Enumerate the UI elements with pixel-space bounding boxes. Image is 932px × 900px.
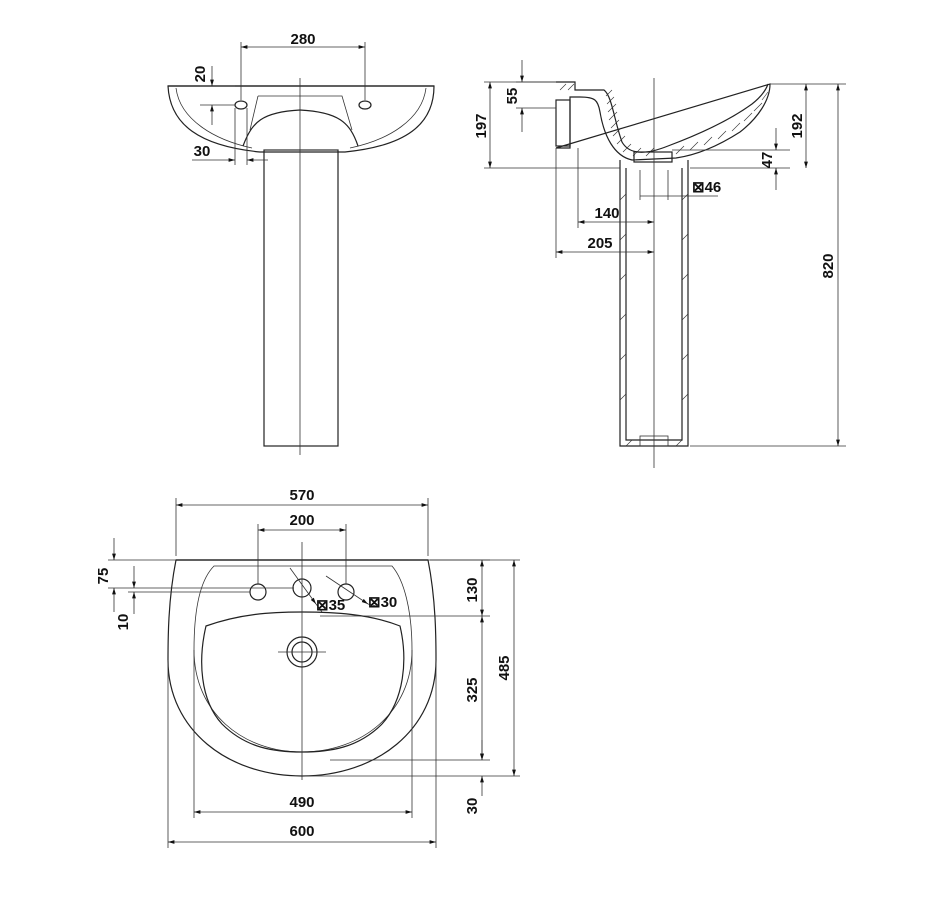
dim-rim-section: 130 [464, 577, 481, 602]
dim-drain-step: 47 [759, 152, 776, 169]
front-basin-outline [167, 85, 435, 153]
side-drain-fitting [633, 151, 673, 163]
front-basin-hump [242, 109, 359, 147]
side-bowl-section [555, 81, 771, 161]
dim-tap-spacing: 200 [289, 512, 314, 529]
side-view: 55 197 192 47 820 ⊠46 140 205 [473, 60, 846, 468]
top-bowl [201, 611, 405, 753]
front-basin-inner [175, 87, 253, 149]
dim-drain-offset: 140 [594, 205, 619, 222]
front-tap-hole-right [358, 100, 372, 110]
dim-inner-width: 570 [289, 487, 314, 504]
front-view: 280 20 30 [167, 31, 435, 455]
dim-overall-width: 600 [289, 823, 314, 840]
dim-bowl-depth: 192 [789, 113, 806, 138]
side-wall-bracket [555, 99, 571, 147]
top-tap-hole-left [249, 583, 267, 601]
dim-drain-dia: ⊠46 [692, 179, 721, 196]
dim-tap-offset: 10 [115, 614, 132, 631]
dim-rim-height: 55 [504, 88, 521, 105]
dim-bowl-width: 490 [289, 794, 314, 811]
side-hatch [559, 83, 769, 157]
dim-rim-to-tap: 75 [95, 568, 112, 585]
dim-back-gap: 30 [464, 798, 481, 815]
dim-basin-depth: 197 [473, 113, 490, 138]
dim-overflow-dia: ⊠30 [368, 594, 397, 611]
front-tap-hole-left [234, 100, 248, 110]
dim-total-height: 820 [820, 253, 837, 278]
front-pedestal [263, 149, 339, 447]
dim-pedestal-offset: 205 [587, 235, 612, 252]
dim-tap-hole-dia: ⊠35 [316, 597, 345, 614]
dim-bowl-length: 325 [464, 677, 481, 702]
dim-hole-spacing: 280 [290, 31, 315, 48]
dim-hole-width: 30 [194, 143, 211, 160]
dim-overall-depth: 485 [496, 655, 513, 680]
dim-hole-offset-top: 20 [192, 66, 209, 83]
top-view: 570 200 75 10 ⊠35 ⊠30 130 325 [95, 487, 520, 848]
